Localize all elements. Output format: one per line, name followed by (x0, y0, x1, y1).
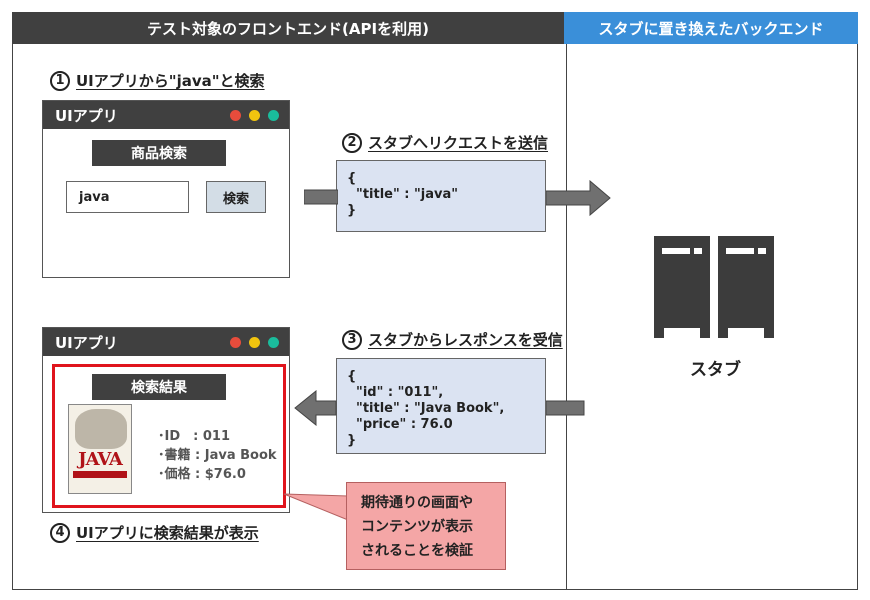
step-number: 2 (342, 132, 362, 153)
callout-line: 期待通りの画面や (361, 495, 473, 511)
window-controls (230, 110, 279, 121)
maximize-dot-icon[interactable] (268, 110, 279, 121)
stub-server-label: スタブ (690, 360, 741, 380)
window-titlebar: UIアプリ (43, 101, 289, 129)
backend-header: スタブに置き換えたバックエンド (564, 12, 858, 44)
response-arrow-right (546, 400, 585, 416)
step-1: 1 UIアプリから"java"と検索 (50, 70, 265, 91)
window-titlebar: UIアプリ (43, 328, 289, 356)
verification-callout: 期待通りの画面や コンテンツが表示 されることを検証 (346, 482, 506, 570)
request-json-box: { "title" : "java" } (336, 160, 546, 232)
book-details: ･ID : 011 ･書籍 : Java Book ･価格 : $76.0 (158, 429, 277, 482)
section-divider (566, 44, 567, 590)
request-arrow-right (546, 180, 611, 216)
step-text: UIアプリに検索結果が表示 (76, 524, 259, 542)
callout-pointer (283, 493, 349, 521)
search-result-highlight (52, 364, 286, 508)
minimize-dot-icon[interactable] (249, 337, 260, 348)
response-json-box: { "id" : "011", "title" : "Java Book", "… (336, 358, 546, 454)
callout-line: コンテンツが表示 (361, 519, 473, 535)
window-title: UIアプリ (55, 333, 118, 352)
product-search-label: 商品検索 (92, 140, 226, 166)
request-arrow-left (304, 189, 338, 205)
step-number: 1 (50, 70, 70, 91)
frontend-header: テスト対象のフロントエンド(APIを利用) (12, 12, 564, 44)
step-number: 3 (342, 329, 362, 350)
callout-line: されることを検証 (361, 543, 473, 559)
server-icon (654, 236, 774, 338)
search-input[interactable]: java (66, 181, 189, 213)
tiger-illustration (75, 409, 127, 449)
close-dot-icon[interactable] (230, 337, 241, 348)
search-button[interactable]: 検索 (206, 181, 266, 213)
minimize-dot-icon[interactable] (249, 110, 260, 121)
search-result-label: 検索結果 (92, 374, 226, 400)
window-title: UIアプリ (55, 106, 118, 125)
close-dot-icon[interactable] (230, 110, 241, 121)
step-2: 2 スタブへリクエストを送信 (342, 132, 548, 153)
maximize-dot-icon[interactable] (268, 337, 279, 348)
book-cover-title: JAVA (78, 449, 123, 470)
step-4: 4 UIアプリに検索結果が表示 (50, 522, 259, 543)
step-number: 4 (50, 522, 70, 543)
step-text: UIアプリから"java"と検索 (76, 72, 265, 90)
response-arrow-left (294, 390, 337, 426)
step-3: 3 スタブからレスポンスを受信 (342, 329, 563, 350)
window-controls (230, 337, 279, 348)
book-cover-image: JAVA (68, 404, 132, 494)
book-cover-band (73, 471, 127, 478)
step-text: スタブからレスポンスを受信 (368, 331, 563, 349)
step-text: スタブへリクエストを送信 (368, 134, 549, 152)
